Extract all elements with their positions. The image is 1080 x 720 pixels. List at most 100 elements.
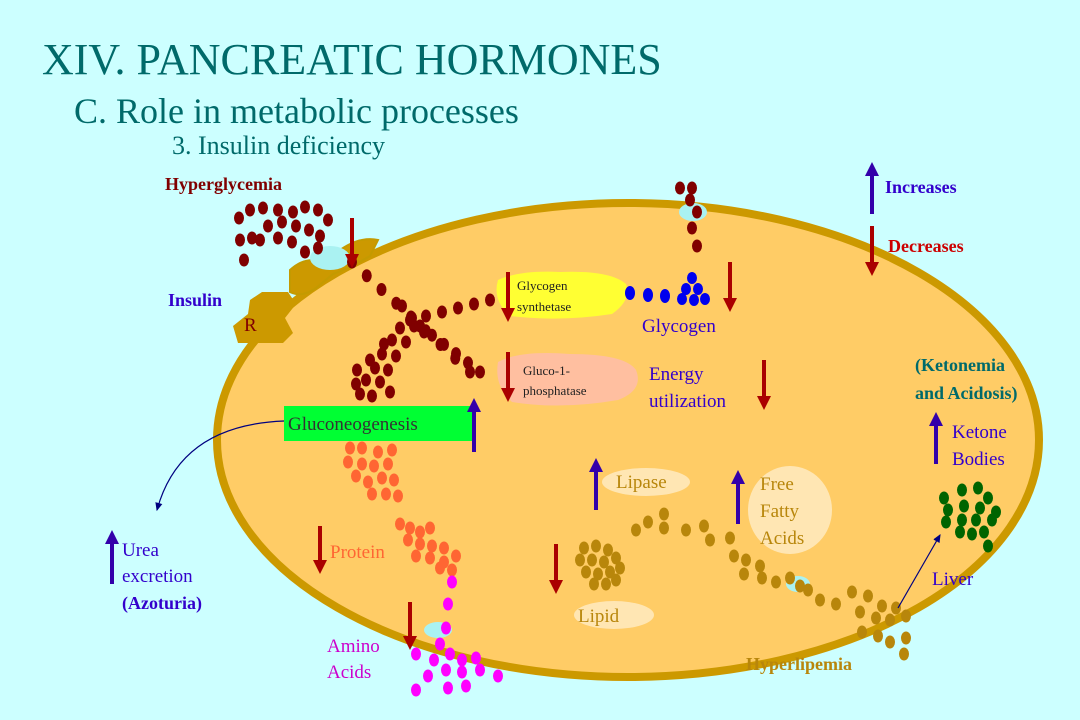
amino-acid-dot [447, 575, 457, 589]
glucose-dot [361, 269, 372, 283]
lipid-dot [589, 577, 599, 591]
ffa-label-2: Fatty [760, 501, 800, 522]
lipase-oval [602, 468, 690, 496]
glucose-dot [315, 229, 325, 243]
glucose-dot [313, 241, 323, 255]
legend-increase-arrow [865, 162, 879, 214]
fatty-acid-dot [659, 521, 669, 535]
glucose-dot [437, 305, 447, 319]
fatty-acid-dot [739, 567, 749, 581]
glucose-dot [385, 385, 395, 399]
ketonemia-label-1: (Ketonemia [915, 355, 1005, 376]
glucose-dot [427, 328, 437, 342]
glucose-dot [247, 231, 257, 245]
protein-dot [345, 441, 355, 455]
glucose-dot [421, 309, 431, 323]
fatty-acid-dot [863, 589, 873, 603]
lipid-dot [591, 539, 601, 553]
legend-increases-label: Increases [885, 177, 957, 197]
lipase-label: Lipase [616, 472, 667, 493]
fatty-acid-dot [755, 559, 765, 573]
protein-dot [405, 521, 415, 535]
glucose-dot [453, 301, 463, 315]
ketonemia-label-2: and Acidosis) [915, 383, 1018, 404]
glucose-dot [376, 283, 387, 296]
protein-dot [425, 521, 435, 535]
lipid-dot [605, 565, 615, 579]
glucose-dot [239, 253, 249, 267]
lipid-label: Lipid [578, 606, 620, 627]
protein-dot [447, 563, 457, 577]
fatty-acid-dot [699, 519, 709, 533]
amino-acid-dot [411, 647, 421, 661]
fatty-acid-dot [815, 593, 825, 607]
section-heading: 3. Insulin deficiency [172, 131, 385, 160]
free-fatty-acids-oval [748, 466, 832, 554]
fatty-acid-dot [877, 599, 887, 613]
glucose-dot [300, 245, 310, 259]
ketone-body-dot [957, 513, 967, 527]
glycogen-label: Glycogen [642, 316, 716, 337]
glucose-dot [304, 223, 314, 237]
lipid-dot [593, 567, 603, 581]
fatty-acid-dot [795, 579, 805, 593]
amino-acid-dot [457, 653, 467, 667]
urea-connector [155, 420, 285, 512]
ketone-label-1: Ketone [952, 422, 1007, 443]
fatty-acid-dot [631, 523, 641, 537]
glycogen-decrease-arrow [723, 262, 737, 312]
fatty-acid-dot [785, 571, 795, 585]
amino-acid-dot [461, 679, 471, 693]
glucose-dot [391, 349, 401, 363]
protein-dot [451, 549, 461, 563]
lipid-dot [611, 551, 621, 565]
glucose-dot [255, 233, 265, 247]
glucose-dot [277, 215, 287, 229]
glucose-dot [685, 193, 695, 207]
protein-dot [381, 487, 391, 501]
glycogen-synthetase-decrease-arrow [501, 272, 515, 322]
glycogen-cluster [625, 272, 710, 306]
lipid-dot [611, 573, 621, 587]
legend-decrease-arrow [865, 226, 879, 276]
amino-acid-dot [411, 683, 421, 697]
glucose-dot [361, 373, 371, 387]
ketone-body-dot [967, 527, 977, 541]
lipase-increase-arrow [589, 458, 603, 510]
glucose-dot [379, 337, 389, 351]
glucose-dot [383, 363, 393, 377]
amino-acid-dot [443, 681, 453, 695]
ketone-label-2: Bodies [952, 449, 1005, 470]
glucose-dot [287, 235, 297, 249]
lipid-dot [603, 543, 613, 557]
glucose-dot [475, 365, 485, 379]
molecule-dots [234, 181, 1001, 697]
glycogen-synthetase-enzyme [496, 271, 628, 319]
fatty-acid-dot [725, 531, 735, 545]
hyperglycemia-label: Hyperglycemia [165, 174, 282, 194]
insulin-decrease-arrow [345, 218, 359, 268]
amino-acid-dot [493, 669, 503, 683]
lipid-dot [579, 541, 589, 555]
arrow-set [105, 162, 943, 650]
protein-dot [351, 469, 361, 483]
protein-dot [427, 539, 437, 553]
protein-dot [439, 541, 449, 555]
ketone-body-dot [957, 483, 967, 497]
amino-acid-dot [457, 665, 467, 679]
glucose-dot [692, 205, 702, 219]
glucose-dot [401, 335, 411, 349]
glucose-dot [235, 233, 245, 247]
glucose-dot [397, 299, 407, 313]
protein-dot [387, 443, 397, 457]
glucose-dot [273, 231, 283, 245]
amino-acid-dot [443, 597, 453, 611]
ketone-increase-arrow [929, 412, 943, 464]
protein-decrease-arrow [313, 526, 327, 574]
fatty-acid-dot [681, 523, 691, 537]
lipid-dot [575, 553, 585, 567]
glucose-dot [367, 389, 377, 403]
ffa-label-3: Acids [760, 528, 804, 549]
urea-label-2: excretion [122, 566, 193, 587]
fatty-acid-dot [901, 609, 911, 623]
